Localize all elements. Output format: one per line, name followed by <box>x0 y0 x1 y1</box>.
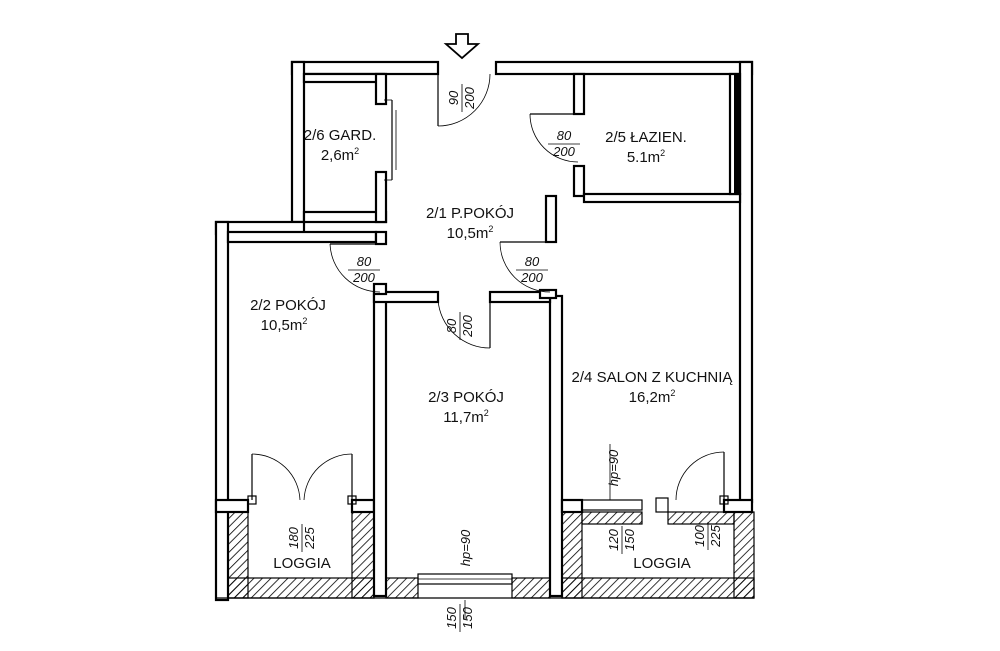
door-swings <box>247 73 729 505</box>
bathroom-shaft <box>734 74 740 194</box>
door-loggia1-w: 180 <box>286 526 301 548</box>
loggia-walls <box>216 511 755 599</box>
door-entrance-w: 90 <box>446 90 461 105</box>
door-lazien-h: 200 <box>552 144 575 159</box>
room-lazien-name: 2/5 ŁAZIEN. <box>605 129 687 146</box>
room-pokoj2-area: 10,5m2 <box>261 316 308 334</box>
room-pokoj3-name: 2/3 POKÓJ <box>428 389 504 406</box>
outer-walls <box>214 60 754 602</box>
room-pokoj2-name: 2/2 POKÓJ <box>250 297 326 314</box>
room-salon-name: 2/4 SALON Z KUCHNIĄ <box>572 369 734 386</box>
door-entrance-h: 200 <box>462 86 477 109</box>
door-pokoj3-h: 200 <box>460 314 475 337</box>
door-loggia2-h: 225 <box>708 524 723 547</box>
window-loggia2-w: 120 <box>606 528 621 550</box>
door-pokoj2-h: 200 <box>352 270 375 285</box>
entrance-arrow-icon <box>443 33 481 60</box>
room-ppokoj-area: 10,5m2 <box>447 224 494 242</box>
door-dimensions: 90 200 80 200 80 200 80 200 80 200 180 2… <box>286 84 723 632</box>
door-loggia2-w: 100 <box>692 524 707 546</box>
pokoj3-window-hp: hp=90 <box>458 529 473 566</box>
pokoj3-window-h: 150 <box>460 606 475 628</box>
dimension-lines <box>464 444 611 620</box>
door-pokoj3-w: 80 <box>444 318 459 333</box>
room-loggia2-name: LOGGIA <box>633 555 691 572</box>
gard-sliding-door <box>384 99 397 181</box>
pokoj3-window <box>417 573 513 585</box>
door-loggia1-h: 225 <box>302 526 317 549</box>
pokoj3-window-w: 150 <box>444 606 459 628</box>
salon-window-hp: hp=90 <box>606 449 621 486</box>
room-salon-area: 16,2m2 <box>629 388 676 406</box>
room-ppokoj-name: 2/1 P.POKÓJ <box>426 205 514 222</box>
room-gard-name: 2/6 GARD. <box>304 127 377 144</box>
room-labels: 2/6 GARD. 2,6m2 2/1 P.POKÓJ 10,5m2 2/5 Ł… <box>250 127 733 572</box>
room-loggia1-name: LOGGIA <box>273 555 331 572</box>
door-salon-w: 80 <box>525 254 540 269</box>
door-pokoj2-w: 80 <box>357 254 372 269</box>
room-pokoj3-area: 11,7m2 <box>443 408 489 426</box>
door-salon-h: 200 <box>520 270 543 285</box>
door-lazien-w: 80 <box>557 128 572 143</box>
room-lazien-area: 5.1m2 <box>627 148 665 166</box>
salon-window <box>581 497 669 513</box>
room-gard-area: 2,6m2 <box>321 146 359 164</box>
window-loggia2-h: 150 <box>622 528 637 550</box>
